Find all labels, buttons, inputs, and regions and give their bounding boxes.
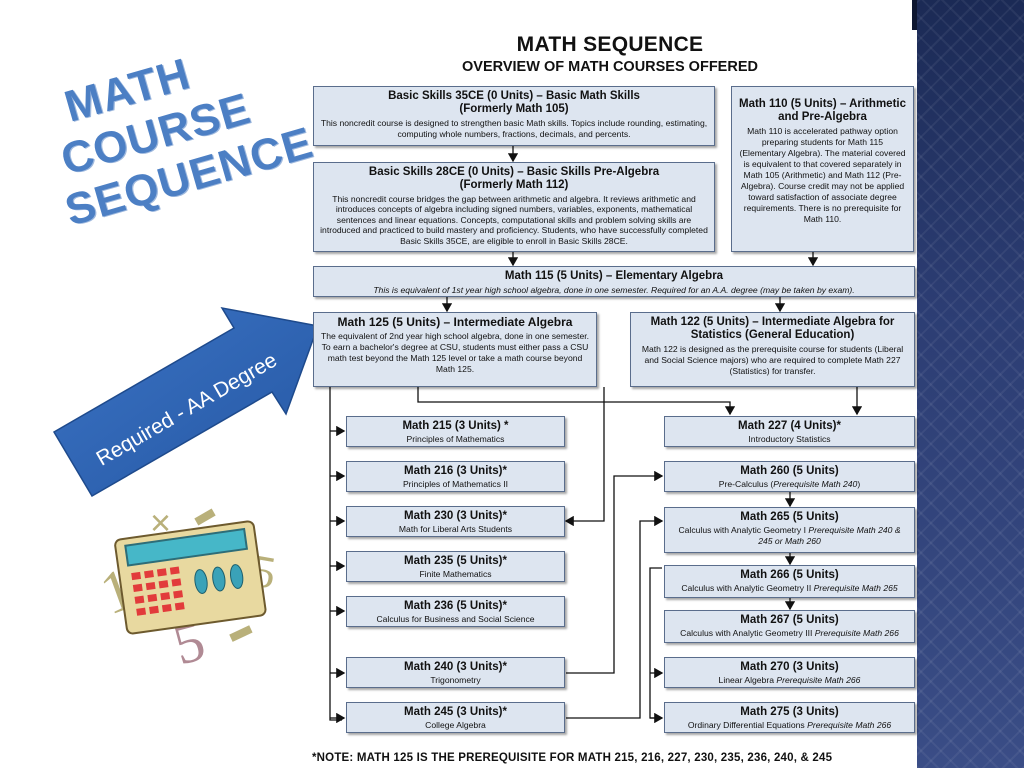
course-title: Math 267 (5 Units) <box>740 614 839 626</box>
course-title: Math 230 (3 Units)* <box>404 510 507 522</box>
course-m240-box: Math 240 (3 Units)* Trigonometry <box>346 657 565 688</box>
course-desc-text: Calculus with Analytic Geometry II <box>681 583 814 593</box>
document-title: MATH SEQUENCE <box>516 33 704 56</box>
course-m267-box: Math 267 (5 Units) Calculus with Analyti… <box>664 610 915 643</box>
course-desc-text: Pre-Calculus ( <box>718 479 774 489</box>
side-decoration-strip <box>917 0 1024 768</box>
course-m275-box: Math 275 (3 Units) Ordinary Differential… <box>664 702 915 733</box>
document-subtitle: OVERVIEW OF MATH COURSES OFFERED <box>462 59 758 75</box>
course-title: Math 125 (5 Units) – Intermediate Algebr… <box>337 315 573 329</box>
course-desc-text: Calculus with Analytic Geometry I <box>678 525 809 535</box>
course-prereq: Prerequisite Math 266 <box>814 628 899 638</box>
course-m110-box: Math 110 (5 Units) – Arithmetic and Pre-… <box>731 86 914 252</box>
course-description: Calculus for Business and Social Science <box>376 614 535 624</box>
course-m115-box: Math 115 (5 Units) – Elementary Algebra … <box>313 266 915 297</box>
course-description: College Algebra <box>425 720 486 730</box>
course-title: Math 270 (3 Units) <box>740 661 839 673</box>
course-description: The equivalent of 2nd year high school a… <box>320 331 590 374</box>
course-m235-box: Math 235 (5 Units)* Finite Mathematics <box>346 551 565 582</box>
course-m236-box: Math 236 (5 Units)* Calculus for Busines… <box>346 596 565 627</box>
course-title: Math 265 (5 Units) <box>740 511 839 523</box>
course-prereq: Prerequisite Math 266 <box>776 675 861 685</box>
course-title: Math 227 (4 Units)* <box>738 420 841 432</box>
course-title: Math 235 (5 Units)* <box>404 555 507 567</box>
course-description: Linear Algebra Prerequisite Math 266 <box>671 675 908 686</box>
course-title: Math 122 (5 Units) – Intermediate Algebr… <box>650 316 895 341</box>
course-description: Pre-Calculus (Prerequisite Math 240) <box>671 479 908 490</box>
course-title: Math 110 (5 Units) – Arithmetic and Pre-… <box>738 98 906 123</box>
course-m245-box: Math 245 (3 Units)* College Algebra <box>346 702 565 733</box>
course-description: Trigonometry <box>430 675 481 685</box>
course-desc-text: Ordinary Differential Equations <box>687 720 808 730</box>
course-m266-box: Math 266 (5 Units) Calculus with Analyti… <box>664 565 915 598</box>
course-title: Basic Skills 35CE (0 Units) – Basic Math… <box>388 90 640 102</box>
course-bs28-box: Basic Skills 28CE (0 Units) – Basic Skil… <box>313 162 715 252</box>
course-description: This noncredit course bridges the gap be… <box>320 194 708 246</box>
document-header: MATH SEQUENCE OVERVIEW OF MATH COURSES O… <box>310 33 910 75</box>
course-m125-box: Math 125 (5 Units) – Intermediate Algebr… <box>313 312 597 387</box>
course-title: Math 215 (3 Units) * <box>402 420 509 432</box>
course-title: Math 240 (3 Units)* <box>404 661 507 673</box>
course-title: Basic Skills 28CE (0 Units) – Basic Skil… <box>368 166 660 178</box>
course-title: Math 216 (3 Units)* <box>404 465 507 477</box>
course-subtitle: (Formerly Math 105) <box>459 103 569 115</box>
course-description: Math for Liberal Arts Students <box>398 524 513 534</box>
course-m230-box: Math 230 (3 Units)* Math for Liberal Art… <box>346 506 565 537</box>
course-description: Math 122 is designed as the prerequisite… <box>641 344 904 376</box>
course-title: Math 275 (3 Units) <box>740 706 839 718</box>
calculator-clipart: 1 5 5 × <box>92 505 280 675</box>
prerequisite-note: *NOTE: MATH 125 IS THE PREREQUISITE FOR … <box>312 752 833 764</box>
course-m270-box: Math 270 (3 Units) Linear Algebra Prereq… <box>664 657 915 688</box>
course-prereq: Prerequisite Math 240 & 245 or Math 260 <box>758 525 901 546</box>
course-description: Finite Mathematics <box>419 569 492 579</box>
course-m122-box: Math 122 (5 Units) – Intermediate Algebr… <box>630 312 915 387</box>
course-description: Principles of Mathematics <box>406 434 505 444</box>
course-title: Math 236 (5 Units)* <box>404 600 507 612</box>
course-m260-box: Math 260 (5 Units) Pre-Calculus (Prerequ… <box>664 461 915 492</box>
course-prereq: Prerequisite Math 266 <box>807 720 892 730</box>
course-subtitle: (Formerly Math 112) <box>459 179 569 191</box>
course-prereq: Prerequisite Math 240 <box>773 479 858 489</box>
course-description: Introductory Statistics <box>748 434 831 444</box>
course-description: Calculus with Analytic Geometry II Prere… <box>671 583 908 594</box>
course-title: Math 115 (5 Units) – Elementary Algebra <box>504 270 724 282</box>
course-bs35-box: Basic Skills 35CE (0 Units) – Basic Math… <box>313 86 715 146</box>
course-m227-box: Math 227 (4 Units)* Introductory Statist… <box>664 416 915 447</box>
course-m216-box: Math 216 (3 Units)* Principles of Mathem… <box>346 461 565 492</box>
course-title: Math 260 (5 Units) <box>740 465 839 477</box>
course-description: This noncredit course is designed to str… <box>320 118 708 139</box>
course-desc-end: ) <box>857 479 861 489</box>
course-title: Math 266 (5 Units) <box>740 569 839 581</box>
course-m215-box: Math 215 (3 Units) * Principles of Mathe… <box>346 416 565 447</box>
course-description: Calculus with Analytic Geometry I Prereq… <box>671 525 908 547</box>
course-description: Math 110 is accelerated pathway option p… <box>739 126 906 224</box>
course-description: Principles of Mathematics II <box>402 479 509 489</box>
course-prereq: Prerequisite Math 265 <box>813 583 898 593</box>
course-m265-box: Math 265 (5 Units) Calculus with Analyti… <box>664 507 915 553</box>
course-desc-text: Calculus with Analytic Geometry III <box>680 628 815 638</box>
course-desc-text: Linear Algebra <box>718 675 777 685</box>
course-description: Calculus with Analytic Geometry III Prer… <box>671 628 908 639</box>
course-description: This is equivalent of 1st year high scho… <box>373 285 855 295</box>
course-title: Math 245 (3 Units)* <box>404 706 507 718</box>
course-description: Ordinary Differential Equations Prerequi… <box>671 720 908 731</box>
